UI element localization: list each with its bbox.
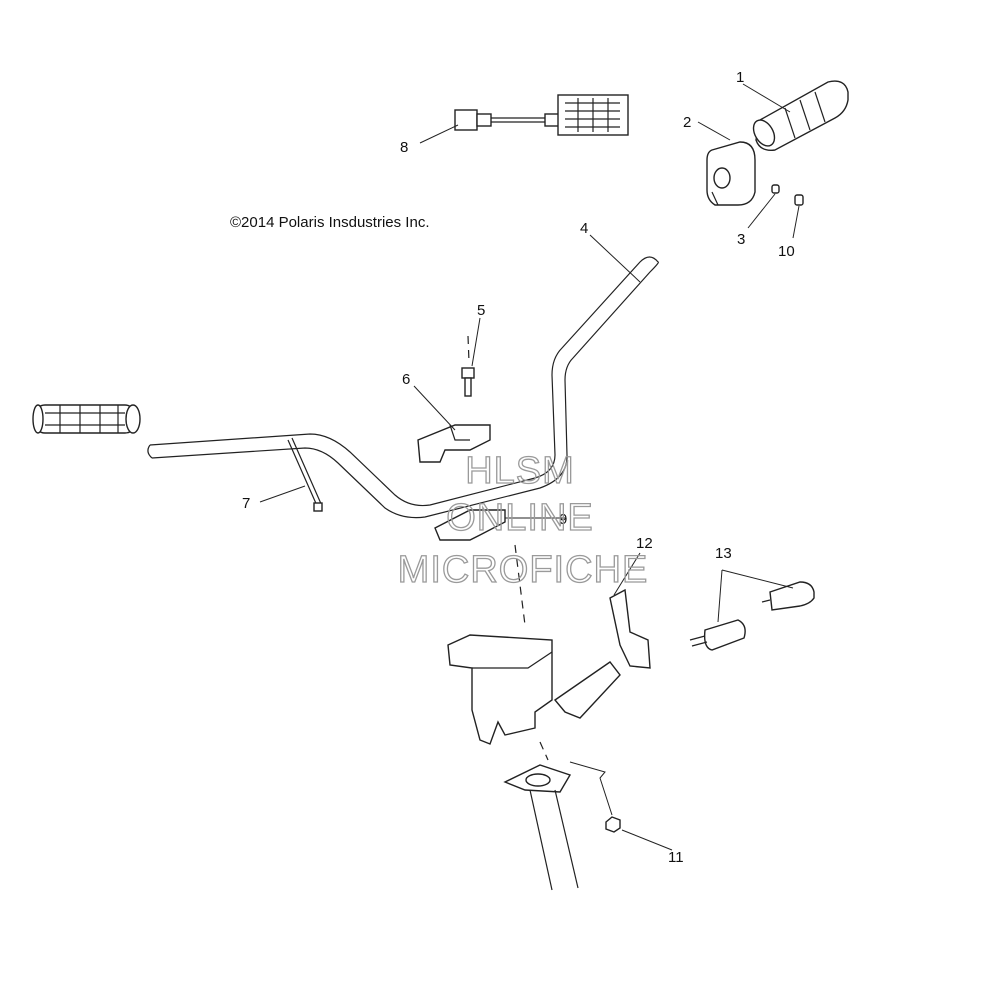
- callout-6: 6: [402, 371, 410, 388]
- copyright-text: ©2014 Polaris Insdustries Inc.: [230, 214, 429, 231]
- callout-10: 10: [778, 243, 795, 260]
- right-grip: [752, 80, 849, 151]
- callout-1: 1: [736, 69, 744, 86]
- callout-3: 3: [737, 231, 745, 248]
- steering-column: [503, 764, 579, 891]
- callout-9: 9: [559, 511, 567, 528]
- watermark-line-2: ONLINE: [446, 497, 593, 539]
- callout-5: 5: [477, 302, 485, 319]
- callout-2: 2: [683, 114, 691, 131]
- callout-4: 4: [580, 220, 588, 237]
- callout-7: 7: [242, 495, 250, 512]
- screw-3: [771, 184, 780, 194]
- callout-13: 13: [715, 545, 732, 562]
- callouts: 1 2 3 4 5 6 7 8 9 10 11 12 13: [242, 69, 795, 866]
- heater-harness: [454, 94, 629, 136]
- leader-lines: [259, 83, 800, 851]
- handlebar: [147, 256, 659, 519]
- lower-clamp: [434, 509, 506, 541]
- screw-10: [794, 194, 804, 206]
- mount-bracket: [447, 588, 651, 745]
- watermark-line-3: MICROFICHE: [398, 549, 649, 591]
- upper-clamp: [417, 424, 491, 463]
- switch-assembly: [689, 581, 815, 651]
- bolt-5: [461, 367, 475, 397]
- callout-8: 8: [400, 139, 408, 156]
- callout-11: 11: [668, 849, 684, 866]
- cable-tie: [287, 437, 323, 512]
- left-grip: [32, 404, 141, 434]
- nut-11: [605, 816, 621, 833]
- watermark: HLSM ONLINE MICROFICHE: [397, 449, 649, 591]
- callout-12: 12: [636, 535, 653, 552]
- throttle-housing: [706, 141, 756, 206]
- watermark-line-1: HLSM: [465, 450, 575, 492]
- assembly-lines: [467, 335, 549, 761]
